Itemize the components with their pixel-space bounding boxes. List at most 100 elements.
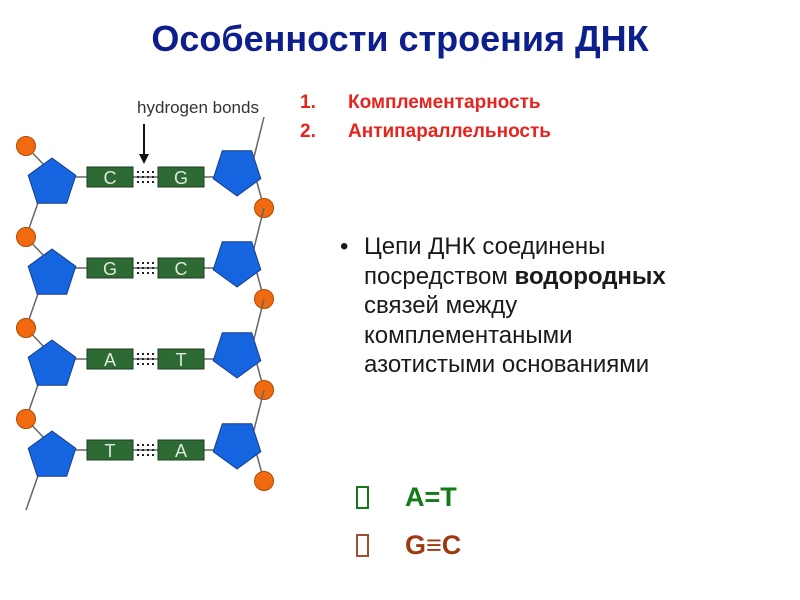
hydrogen-bond-dot [147, 272, 149, 274]
hydrogen-bond-dot [152, 171, 154, 173]
hydrogen-bond-dot [137, 272, 139, 274]
hydrogen-bond-dot [147, 171, 149, 173]
hydrogen-bond-dot [147, 358, 149, 360]
sugar-pentagon-icon [212, 423, 262, 470]
hydrogen-bond-dot [147, 363, 149, 365]
base-box [157, 439, 205, 461]
backbone-line [252, 207, 265, 253]
hydrogen-bonds-label: hydrogen bonds [137, 98, 259, 117]
sugar-pentagon-icon [212, 241, 262, 288]
feature-item: 2. Антипараллельность [300, 121, 551, 150]
hydrogen-bond-dot [137, 262, 139, 264]
hydrogen-bond-dot [142, 181, 144, 183]
hydrogen-bond-dot [137, 363, 139, 365]
base-box [86, 166, 134, 188]
base-box [157, 166, 205, 188]
rule-gc: G≡C [356, 530, 461, 561]
hydrogen-bond-dot [137, 181, 139, 183]
hydrogen-bond-dot [142, 272, 144, 274]
hydrogen-bond-dot [142, 176, 144, 178]
bullet-dot-icon: • [340, 233, 349, 260]
sugar-pentagon-icon [27, 339, 77, 386]
hydrogen-bond-dot [142, 262, 144, 264]
hydrogen-bond-dot [152, 267, 154, 269]
hydrogen-bond-dot [137, 267, 139, 269]
feature-label: Комплементарность [348, 92, 541, 113]
hydrogen-bond-dot [137, 444, 139, 446]
hydrogen-bond-dot [147, 444, 149, 446]
phosphate-circle-icon [254, 471, 274, 491]
hydrogen-bond-dot [152, 181, 154, 183]
checkbox-bullet-icon [356, 486, 369, 509]
hydrogen-bond-dot [147, 181, 149, 183]
hydrogen-bond-dot [137, 353, 139, 355]
arrow-head-icon [139, 154, 149, 164]
hydrogen-bond-dot [142, 444, 144, 446]
rule-at: A=T [356, 482, 457, 513]
hydrogen-bond-dot [142, 171, 144, 173]
hydrogen-bond-dot [137, 171, 139, 173]
hydrogen-bond-dot [152, 454, 154, 456]
hydrogen-bond-dot [137, 358, 139, 360]
sugar-pentagon-icon [212, 150, 262, 197]
hydrogen-bond-dot [142, 267, 144, 269]
phosphate-circle-icon [16, 409, 36, 429]
features-list: 1. Комплементарность 2. Антипараллельность [300, 92, 551, 150]
sugar-pentagon-icon [212, 332, 262, 379]
base-letter: G [174, 168, 188, 188]
feature-number: 2. [300, 121, 316, 142]
base-box [157, 257, 205, 279]
base-box [157, 348, 205, 370]
hydrogen-bond-dot [152, 444, 154, 446]
hydrogen-bond-dot [152, 262, 154, 264]
phosphate-circle-icon [16, 318, 36, 338]
backbone-line [252, 298, 265, 344]
base-letter: G [103, 259, 117, 279]
hydrogen-bond-dot [152, 176, 154, 178]
phosphate-circle-icon [16, 227, 36, 247]
hydrogen-bond-dot [147, 449, 149, 451]
base-box [86, 348, 134, 370]
hydrogen-bond-dot [137, 176, 139, 178]
hydrogen-bond-dot [152, 353, 154, 355]
hydrogen-bond-dot [152, 272, 154, 274]
hydrogen-bond-dot [142, 454, 144, 456]
hydrogen-bond-dot [142, 353, 144, 355]
backbone-line [252, 116, 265, 162]
bullet-text-prefix: Цепи ДНК соединены посредством [364, 233, 606, 290]
phosphate-circle-icon [16, 136, 36, 156]
hydrogen-bond-dot [142, 363, 144, 365]
hydrogen-bond-dot [137, 454, 139, 456]
hydrogen-bond-dot [152, 358, 154, 360]
rule-text: G≡C [405, 530, 462, 560]
sugar-pentagon-icon [27, 157, 77, 204]
base-letter: C [104, 168, 117, 188]
base-letter: T [176, 350, 187, 370]
hydrogen-bond-dot [147, 454, 149, 456]
hydrogen-bond-dot [147, 176, 149, 178]
dna-structure-diagram: hydrogen bonds C G G C A T T A [16, 98, 274, 511]
hydrogen-bond-dot [152, 449, 154, 451]
feature-item: 1. Комплементарность [300, 92, 551, 121]
hydrogen-bond-dot [147, 267, 149, 269]
base-letter: A [175, 441, 187, 461]
base-box [86, 257, 134, 279]
hydrogen-bond-dot [147, 353, 149, 355]
sugar-pentagon-icon [27, 248, 77, 295]
hydrogen-bond-dot [147, 262, 149, 264]
hydrogen-bond-dot [152, 363, 154, 365]
feature-number: 1. [300, 92, 316, 113]
hydrogen-bond-dot [142, 449, 144, 451]
base-letter: A [104, 350, 116, 370]
checkbox-bullet-icon [356, 534, 369, 557]
bullet-text-bold: водородных [514, 262, 666, 290]
sugar-pentagon-icon [27, 430, 77, 477]
bullet-text-suffix: связей между комплементаными азотистыми … [364, 292, 650, 378]
base-letter: T [105, 441, 116, 461]
feature-label: Антипараллельность [348, 121, 551, 142]
hydrogen-bond-dot [137, 449, 139, 451]
backbone-line [252, 389, 265, 435]
rule-text: A=T [405, 482, 457, 512]
base-letter: C [175, 259, 188, 279]
slide-title: Особенности строения ДНК [151, 18, 649, 59]
